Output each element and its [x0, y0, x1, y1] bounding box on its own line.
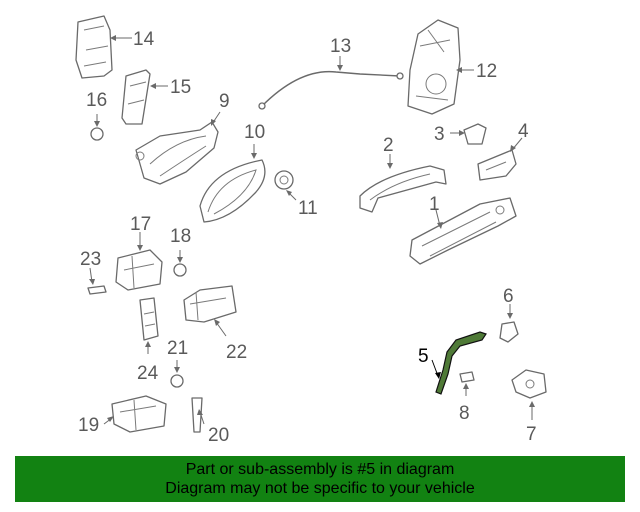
part-17: 17: [115, 214, 163, 291]
callout-2: 2: [383, 135, 394, 156]
callout-5: 5: [418, 346, 429, 367]
callout-18: 18: [170, 226, 191, 247]
callout-1: 1: [429, 194, 440, 215]
part-9: 9: [135, 91, 230, 185]
part-2: 2: [359, 135, 447, 213]
parts-diagram: 14 15 16 9 10 11: [75, 15, 547, 446]
part-12: 12: [407, 19, 497, 115]
part-6: 6: [499, 286, 519, 343]
part-7: 7: [511, 369, 547, 445]
part-24: 24: [137, 297, 159, 384]
part-23: 23: [80, 249, 107, 295]
callout-21: 21: [167, 338, 188, 359]
part-15: 15: [121, 69, 191, 125]
callout-12: 12: [476, 61, 497, 82]
callout-8: 8: [459, 403, 470, 424]
banner-line-2: Diagram may not be specific to your vehi…: [165, 480, 475, 497]
part-20: 20: [191, 397, 229, 446]
part-10: 10: [199, 122, 266, 223]
callout-20: 20: [208, 425, 229, 446]
part-14: 14: [75, 15, 155, 79]
callout-6: 6: [503, 286, 514, 307]
part-8: 8: [459, 371, 475, 424]
callout-13: 13: [330, 36, 351, 57]
part-1: 1: [409, 194, 517, 265]
part-19: 19: [78, 395, 167, 436]
callout-15: 15: [170, 77, 191, 98]
callout-19: 19: [78, 415, 99, 436]
part-5-highlighted: 5: [418, 331, 487, 395]
part-4: 4: [477, 121, 529, 181]
callout-10: 10: [244, 122, 265, 143]
part-21: 21: [167, 338, 188, 388]
callout-23: 23: [80, 249, 101, 270]
callout-24: 24: [137, 363, 159, 384]
callout-3: 3: [434, 124, 445, 145]
callout-4: 4: [518, 121, 529, 142]
part-16: 16: [86, 90, 107, 141]
callout-9: 9: [219, 91, 230, 112]
callout-22: 22: [226, 342, 247, 363]
callout-16: 16: [86, 90, 107, 111]
callout-11: 11: [298, 198, 318, 219]
callout-7: 7: [526, 424, 537, 445]
banner-line-1: Part or sub-assembly is #5 in diagram: [185, 461, 455, 478]
part-3: 3: [434, 123, 487, 145]
info-banner: Part or sub-assembly is #5 in diagram Di…: [15, 456, 625, 502]
part-11: 11: [274, 170, 318, 219]
part-13: 13: [258, 36, 404, 110]
part-22: 22: [183, 285, 247, 363]
callout-17: 17: [130, 214, 151, 235]
callout-14: 14: [133, 29, 155, 50]
part-18: 18: [170, 226, 191, 277]
